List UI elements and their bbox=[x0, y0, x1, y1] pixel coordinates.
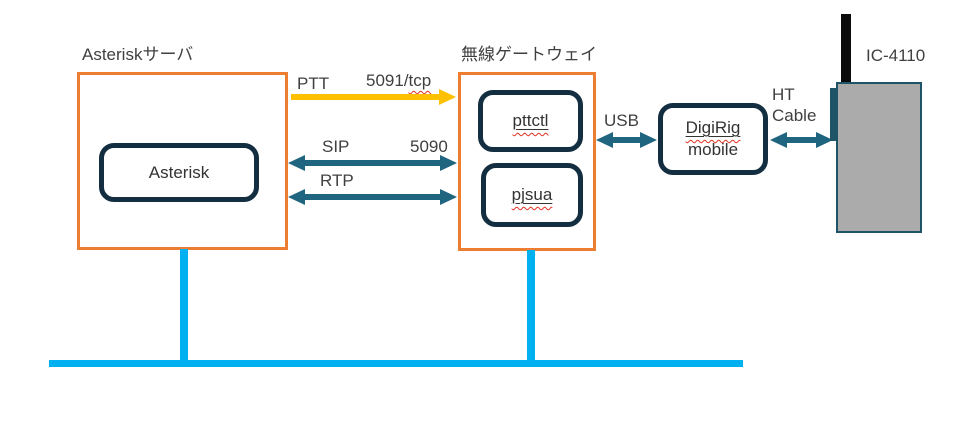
ht-cable-label: HT Cable bbox=[772, 85, 817, 126]
sip-arrow bbox=[288, 155, 457, 171]
rtp-arrowhead-left-icon bbox=[288, 189, 305, 205]
sip-port-label: 5090 bbox=[410, 137, 448, 156]
usb-arrowhead-left-icon bbox=[596, 132, 613, 148]
asterisk-server-label: Asteriskサーバ bbox=[82, 45, 194, 64]
usb-label: USB bbox=[604, 111, 639, 130]
digirig-label-line2: mobile bbox=[687, 140, 739, 159]
radio-side-clip-icon bbox=[830, 88, 838, 141]
ht-cable-arrow bbox=[770, 132, 833, 148]
rtp-arrow-shaft bbox=[301, 194, 444, 200]
usb-arrow bbox=[596, 132, 657, 148]
sip-arrowhead-left-icon bbox=[288, 155, 305, 171]
gateway-label: 無線ゲートウェイ bbox=[461, 45, 597, 64]
digirig-label-line1: DigiRig bbox=[685, 117, 741, 137]
digirig-node: DigiRig mobile bbox=[658, 103, 768, 175]
ptt-arrow bbox=[291, 89, 456, 105]
radio-body-icon bbox=[836, 82, 922, 233]
ht-arrowhead-left-icon bbox=[770, 132, 787, 148]
ptt-arrow-shaft bbox=[291, 94, 439, 100]
ptt-arrowhead-icon bbox=[439, 89, 456, 105]
rtp-arrowhead-right-icon bbox=[440, 189, 457, 205]
sip-arrow-shaft bbox=[301, 160, 444, 166]
rtp-arrow bbox=[288, 189, 457, 205]
pjsua-node-label: pjsua bbox=[511, 185, 553, 204]
ptt-label: PTT bbox=[297, 74, 330, 93]
pttctl-node-label: pttctl bbox=[512, 111, 549, 130]
ht-arrowhead-right-icon bbox=[816, 132, 833, 148]
ptt-port-label: 5091/tcp bbox=[366, 71, 432, 90]
sip-label: SIP bbox=[322, 137, 350, 156]
radio-label: IC-4110 bbox=[866, 46, 926, 65]
usb-arrow-shaft bbox=[608, 137, 645, 143]
server-lan-drop-line bbox=[180, 249, 188, 362]
asterisk-node-label: Asterisk bbox=[148, 162, 210, 182]
asterisk-node: Asterisk bbox=[99, 143, 259, 202]
usb-arrowhead-right-icon bbox=[640, 132, 657, 148]
radio-antenna-icon bbox=[841, 14, 851, 86]
sip-arrowhead-right-icon bbox=[440, 155, 457, 171]
rtp-label: RTP bbox=[320, 171, 354, 190]
ht-arrow-shaft bbox=[782, 137, 821, 143]
pjsua-node: pjsua bbox=[481, 163, 583, 227]
network-bus-line bbox=[49, 360, 743, 367]
pttctl-node: pttctl bbox=[478, 90, 583, 152]
gateway-lan-drop-line bbox=[527, 250, 535, 362]
